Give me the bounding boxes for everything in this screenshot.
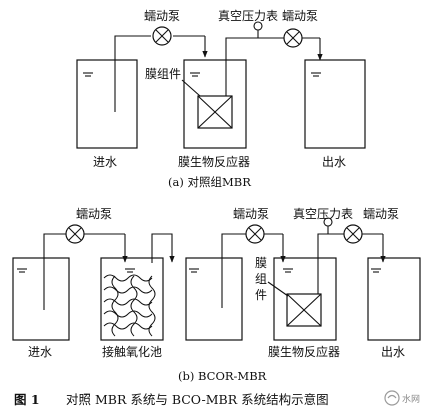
inlet-label: 进水 [28, 345, 52, 359]
reactor-label: 膜生物反应器 [178, 154, 250, 169]
membrane-pointer [267, 281, 289, 297]
inlet-tank-b [12, 257, 70, 341]
pipe-a-permeate [225, 37, 284, 96]
water-level-mark [125, 268, 135, 273]
membrane-module-label: 件 [255, 288, 267, 302]
watermark-text: 水网 [402, 393, 420, 405]
pump-label: 蠕动泵 [144, 9, 180, 23]
peristaltic-pump-icon [283, 28, 303, 48]
pump-label: 蠕动泵 [76, 207, 112, 221]
water-level-mark [83, 72, 93, 77]
peristaltic-pump-icon [65, 224, 85, 244]
water-level-mark [283, 268, 293, 273]
outlet-tank-b [367, 257, 421, 341]
diagram-a: 蠕动泵 真空压力表 蠕动泵 膜组件 进水 膜生物反应器 出水 (a) 对照组MB… [76, 9, 366, 189]
contact-tank-label: 接触氧化池 [102, 344, 162, 359]
biofilm-carrier-icon [103, 274, 156, 337]
peristaltic-pump-icon [152, 26, 172, 46]
pump-label: 蠕动泵 [282, 9, 318, 23]
membrane-module-label: 膜组件 [145, 67, 181, 81]
water-level-mark [190, 72, 200, 77]
outlet-label: 出水 [322, 155, 346, 169]
vacuum-gauge-label: 真空压力表 [293, 207, 353, 221]
peristaltic-pump-icon [245, 224, 265, 244]
intermediate-tank [185, 257, 243, 341]
water-level-mark [311, 72, 321, 77]
caption-b: (b) BCOR-MBR [178, 369, 267, 383]
caption-a: (a) 对照组MBR [168, 175, 251, 189]
watermark-logo: 水网 [384, 390, 420, 406]
water-level-mark [371, 268, 381, 273]
pipe-b-permeate [317, 233, 344, 294]
vacuum-gauge-icon [323, 217, 333, 227]
water-level-mark [189, 268, 199, 273]
outlet-tank-a [304, 59, 366, 149]
pump-label: 蠕动泵 [363, 207, 399, 221]
reactor-label: 膜生物反应器 [268, 344, 340, 359]
membrane-pointer [181, 79, 201, 97]
membrane-module-label: 膜 [255, 256, 267, 270]
peristaltic-pump-icon [343, 224, 363, 244]
diagram-b: 蠕动泵 蠕动泵 真空压力表 蠕动泵 膜 组 件 进水 接触氧化池 膜生物反应器 … [12, 207, 421, 383]
vacuum-gauge-icon [253, 21, 263, 31]
pipe-b-inlet [43, 233, 66, 310]
pipe-a-inlet [114, 35, 151, 112]
membrane-module-icon [197, 95, 233, 129]
pump-label: 蠕动泵 [233, 207, 269, 221]
vacuum-gauge-label: 真空压力表 [218, 9, 278, 23]
membrane-module-label: 组 [255, 272, 267, 286]
pipe-b-overflow [151, 233, 175, 263]
inlet-tank-a [76, 59, 138, 149]
water-level-mark [17, 268, 27, 273]
inlet-label: 进水 [93, 155, 117, 169]
membrane-module-icon [286, 293, 322, 327]
pipe-b-to-pump2 [221, 233, 246, 308]
outlet-label: 出水 [381, 345, 405, 359]
figure-number: 图 1 [14, 392, 40, 407]
figure-caption: 对照 MBR 系统与 BCO-MBR 系统结构示意图 [66, 392, 329, 407]
